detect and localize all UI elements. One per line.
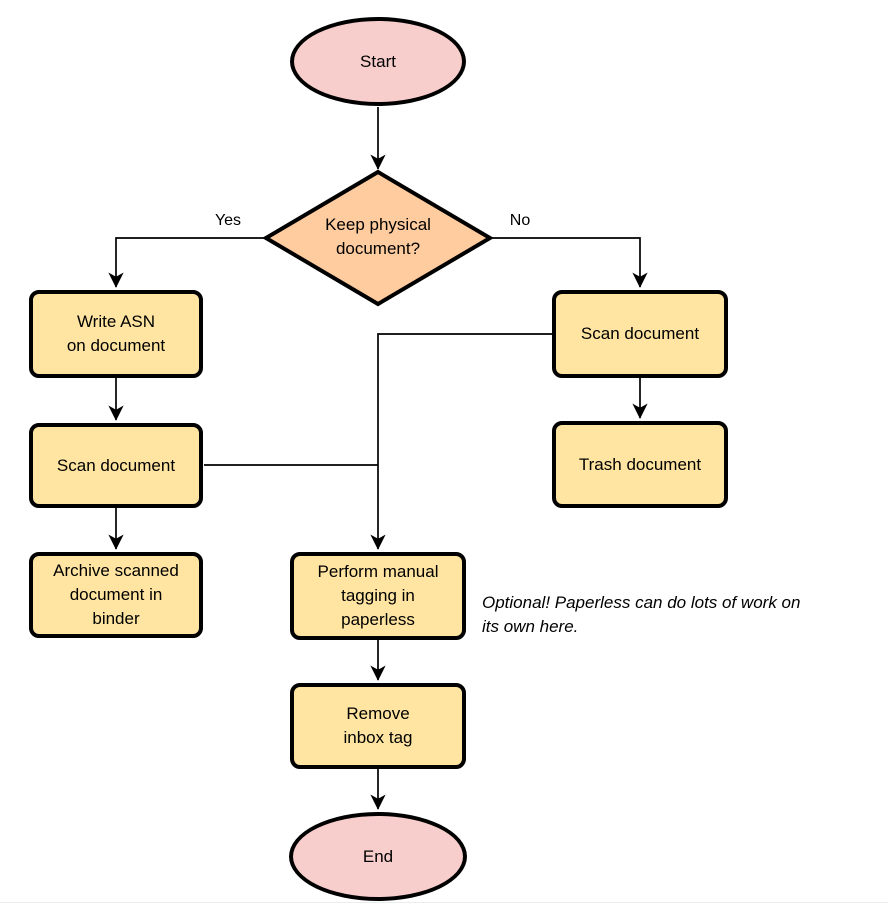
node-decision-label: Keep physical document?	[325, 215, 431, 258]
node-trash-document: Trash document	[552, 421, 728, 508]
edge-decision-yes-to-write-asn	[108, 237, 266, 288]
node-end: End	[289, 812, 467, 901]
node-scan-document-left: Scan document	[29, 423, 203, 508]
node-start: Start	[290, 17, 466, 106]
optional-note: Optional! Paperless can do lots of work …	[482, 593, 801, 636]
decision-shape	[262, 169, 494, 307]
edge-label-yes: Yes	[214, 212, 242, 229]
node-manual-tagging: Perform manual tagging in paperless	[290, 552, 466, 640]
node-remove-inbox-tag: Remove inbox tag	[290, 683, 466, 769]
edge-decision-no-to-scan-right	[489, 237, 648, 288]
node-archive-in-binder: Archive scanned document in binder	[29, 552, 203, 638]
edge-scan-right-to-tagging	[370, 333, 552, 550]
bottom-divider	[0, 902, 888, 903]
node-scan-document-right: Scan document	[552, 290, 728, 378]
node-write-asn: Write ASN on document	[29, 290, 203, 378]
edge-label-no: No	[509, 212, 531, 229]
